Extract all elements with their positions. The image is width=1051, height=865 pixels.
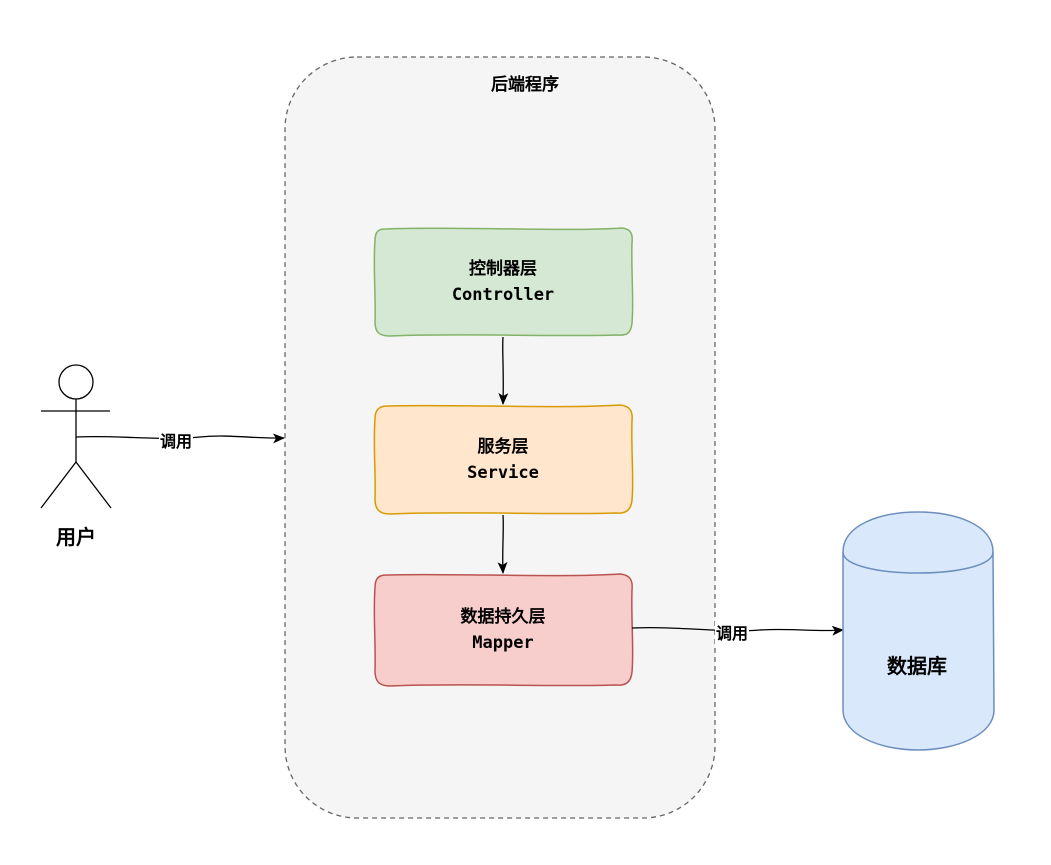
mapper-layer-label: 数据持久层 Mapper — [375, 604, 631, 656]
arrow-user-to-backend — [75, 433, 285, 444]
controller-layer-box — [373, 227, 634, 337]
controller-layer-name-en: Controller — [451, 285, 555, 305]
arrow-mapper-to-database — [631, 625, 844, 636]
arrow-controller-to-service — [498, 336, 509, 405]
service-layer-label: 服务层 Service — [375, 434, 631, 486]
mapper-layer-name-cn: 数据持久层 — [460, 607, 546, 627]
mapper-layer-name-en: Mapper — [472, 633, 534, 653]
controller-layer-label: 控制器层 Controller — [375, 256, 631, 308]
service-layer-name-en: Service — [467, 463, 539, 483]
controller-layer-name-cn: 控制器层 — [469, 259, 537, 279]
edge-label-user-to-backend: 调用 — [159, 428, 194, 452]
service-layer-name-cn: 服务层 — [477, 437, 529, 457]
stick-figure-icon — [40, 364, 112, 509]
database-cylinder — [842, 511, 995, 751]
service-layer-box — [373, 404, 634, 515]
actor-label: 用户 — [56, 525, 96, 549]
database-label: 数据库 — [887, 654, 947, 678]
mapper-layer-box — [373, 573, 634, 687]
edge-label-mapper-to-database: 调用 — [715, 620, 750, 644]
backend-container-title: 后端程序 — [491, 75, 559, 95]
arrow-service-to-mapper — [497, 514, 508, 574]
